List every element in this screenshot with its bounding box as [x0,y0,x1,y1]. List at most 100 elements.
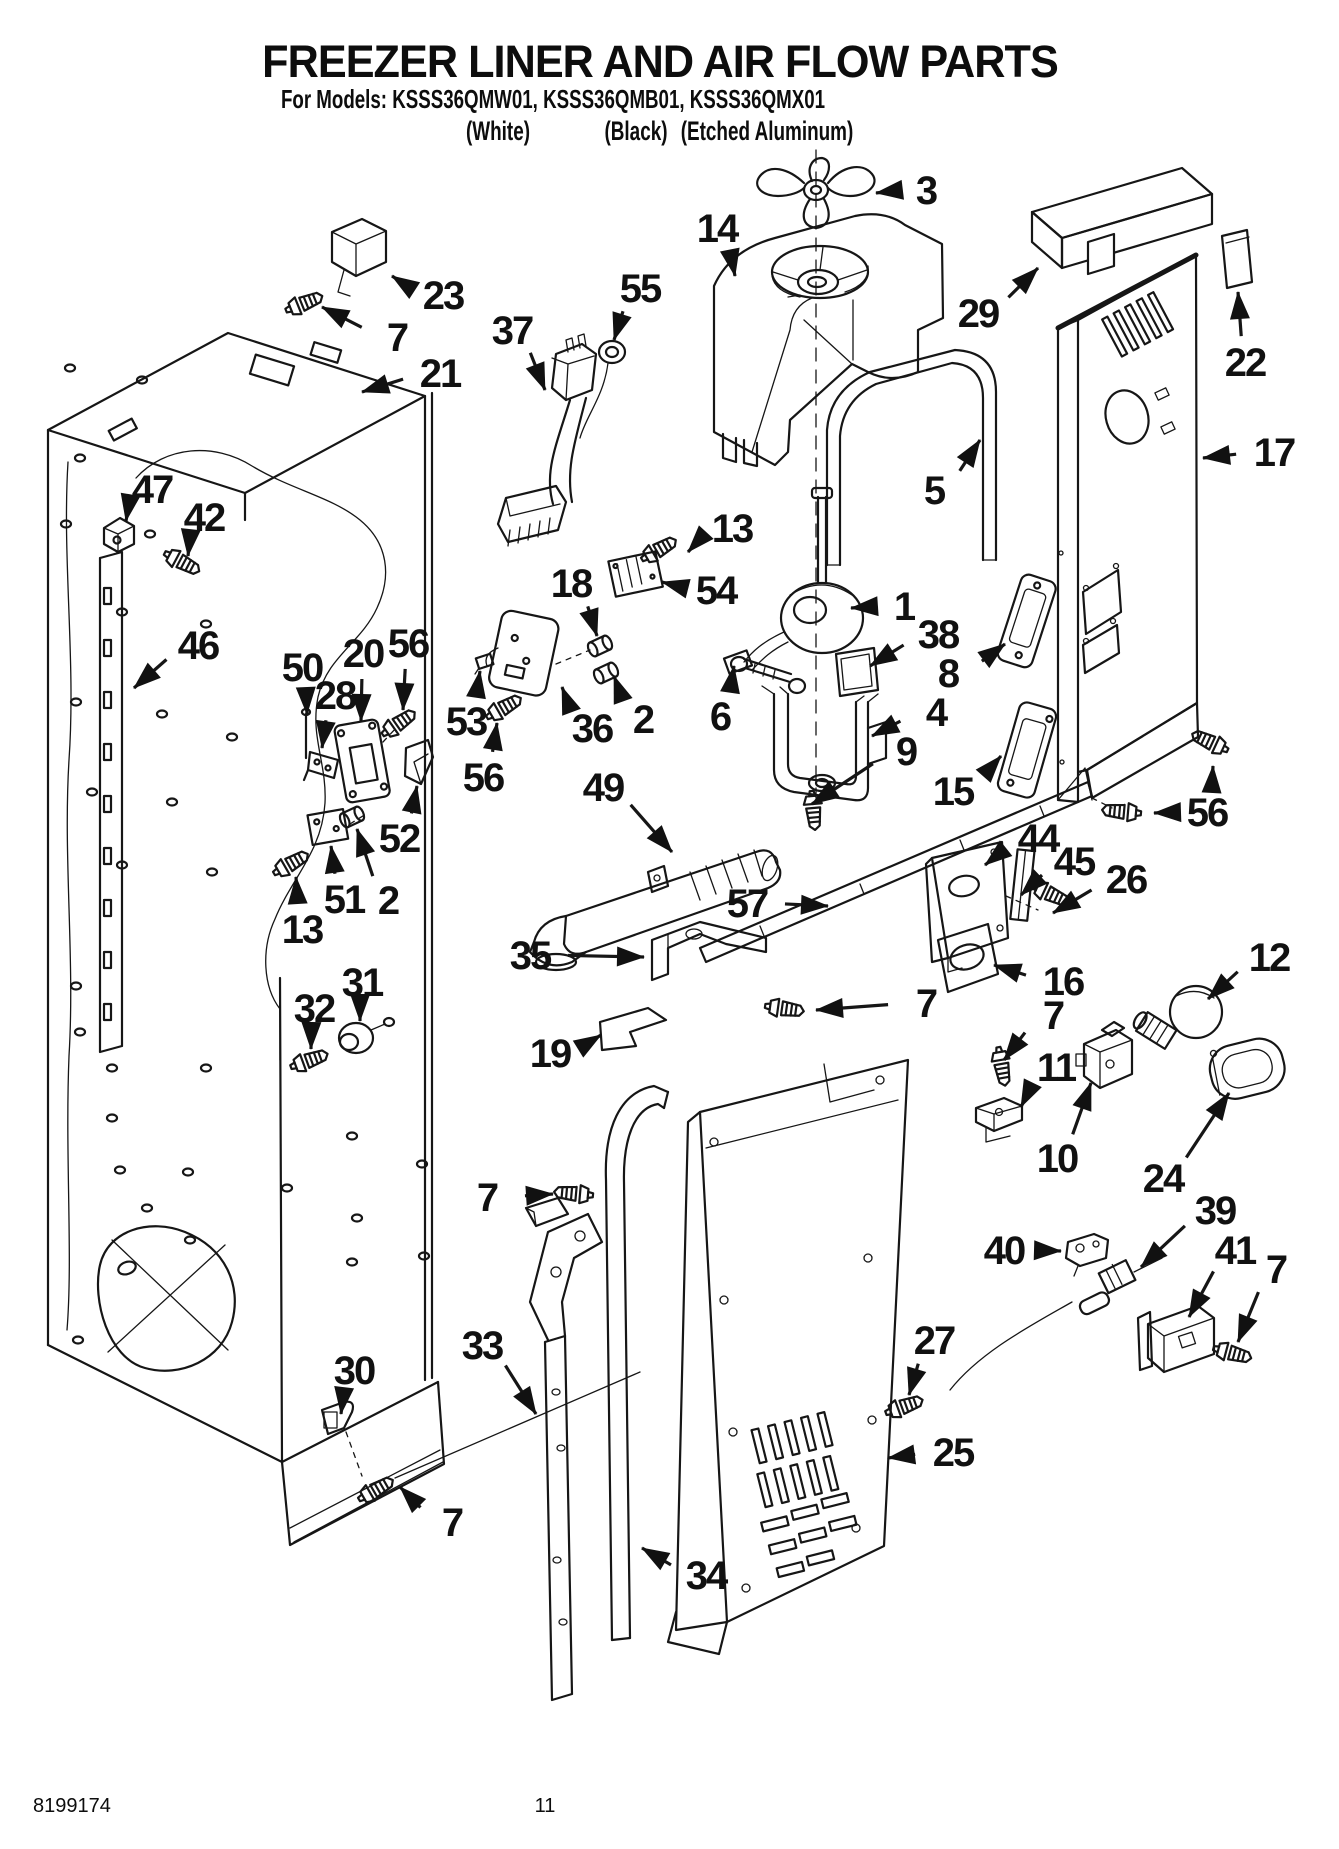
svg-text:9: 9 [896,730,917,774]
callout-8: 8 [938,642,1006,696]
svg-text:47: 47 [132,468,173,512]
part-27-screw [881,1390,927,1423]
svg-text:21: 21 [420,352,462,396]
svg-text:32: 32 [294,987,335,1031]
svg-text:15: 15 [933,770,975,814]
svg-text:36: 36 [572,707,613,751]
part-51-plate [306,808,350,847]
callout-33: 33 [462,1324,538,1415]
svg-text:7: 7 [387,316,408,360]
svg-text:54: 54 [696,569,739,613]
svg-text:51: 51 [324,878,366,922]
part-8-cover-plate [996,573,1057,669]
callout-38: 38 [869,613,962,668]
callout-36: 36 [560,686,615,751]
svg-text:7: 7 [477,1176,498,1220]
svg-text:6: 6 [710,695,731,739]
part-11-clip [974,1096,1024,1143]
callout-20: 20 [343,632,386,722]
callout-2-2: 2 [355,828,401,923]
callout-42: 42 [180,496,227,557]
part-56-screw [481,689,527,727]
svg-text:52: 52 [379,817,420,861]
callout-54: 54 [661,569,741,613]
part-55-grommet [597,339,627,365]
svg-text:24: 24 [1143,1157,1186,1201]
svg-text:2: 2 [378,879,399,923]
svg-text:56: 56 [463,756,504,800]
svg-text:20: 20 [343,632,384,676]
svg-text:34: 34 [686,1554,729,1598]
callout-23: 23 [391,274,466,318]
svg-text:12: 12 [1249,936,1290,980]
svg-text:7: 7 [1266,1248,1287,1292]
svg-text:8: 8 [938,652,960,696]
part-44-duct-bracket [924,840,1039,973]
callout-56-3: 56 [1153,765,1230,835]
callout-10: 10 [1037,1082,1093,1181]
svg-text:19: 19 [530,1032,571,1076]
svg-text:56: 56 [388,622,429,666]
svg-text:53: 53 [446,700,487,744]
callout-21: 21 [361,352,464,396]
part-39-defrost-sensor [949,1257,1163,1391]
part-10-lamp-socket [1075,1020,1134,1090]
finish-label-white: (White) [465,116,531,146]
svg-text:44: 44 [1018,817,1061,861]
part-12-light-bulb [1132,984,1224,1050]
part-50-pin [300,707,312,760]
part-32-screw [286,1044,332,1077]
svg-text:39: 39 [1195,1189,1236,1233]
part-31-damper [337,1016,396,1055]
liner-holes [59,363,431,1345]
callout-39: 39 [1139,1189,1238,1269]
part-34-air-duct [604,1084,670,1642]
page-number: 11 [534,1795,556,1817]
callout-44: 44 [984,817,1063,867]
callout-13: 13 [686,507,755,554]
part-35-bracket [650,920,768,982]
callout-57: 57 [727,882,829,926]
part-40-clip [1064,1232,1110,1277]
callout-9: 9 [811,730,919,806]
svg-text:38: 38 [918,613,960,657]
callout-6: 6 [710,665,740,739]
part-37-wire-harness [496,333,627,547]
svg-text:7: 7 [1043,994,1064,1038]
callout-18: 18 [551,562,599,637]
svg-text:17: 17 [1254,431,1295,475]
part-56-screw [1100,799,1143,824]
callout-2: 2 [612,675,656,742]
svg-text:18: 18 [551,562,593,606]
finish-label-etched-aluminum: (Etched Aluminum) [680,116,854,146]
callout-28: 28 [315,674,359,749]
callout-22: 22 [1225,291,1268,385]
part-7-screw [1210,1338,1255,1369]
callout-7-3: 7 [1002,994,1066,1061]
callout-56: 56 [463,722,506,800]
svg-text:33: 33 [462,1324,503,1368]
callout-34: 34 [641,1546,731,1598]
callout-12: 12 [1206,936,1292,1001]
svg-text:41: 41 [1215,1229,1257,1273]
part-13-screw [636,531,682,569]
callout-40: 40 [984,1229,1062,1273]
part-14-fan-shroud [712,213,945,468]
part-1-fan-motor [722,486,865,675]
svg-text:7: 7 [916,982,937,1026]
callout-49: 49 [583,766,674,854]
svg-text:40: 40 [984,1229,1025,1273]
svg-text:46: 46 [178,624,219,668]
part-24-lamp-shield [1208,1037,1286,1100]
part-22-tag [1220,228,1254,290]
svg-text:14: 14 [697,207,740,251]
svg-text:27: 27 [914,1319,955,1363]
part-56-screw [376,703,421,744]
callout-7: 7 [321,305,410,360]
callout-29: 29 [958,266,1040,336]
part-15-cover-plate [996,701,1058,799]
callout-53: 53 [446,670,489,744]
